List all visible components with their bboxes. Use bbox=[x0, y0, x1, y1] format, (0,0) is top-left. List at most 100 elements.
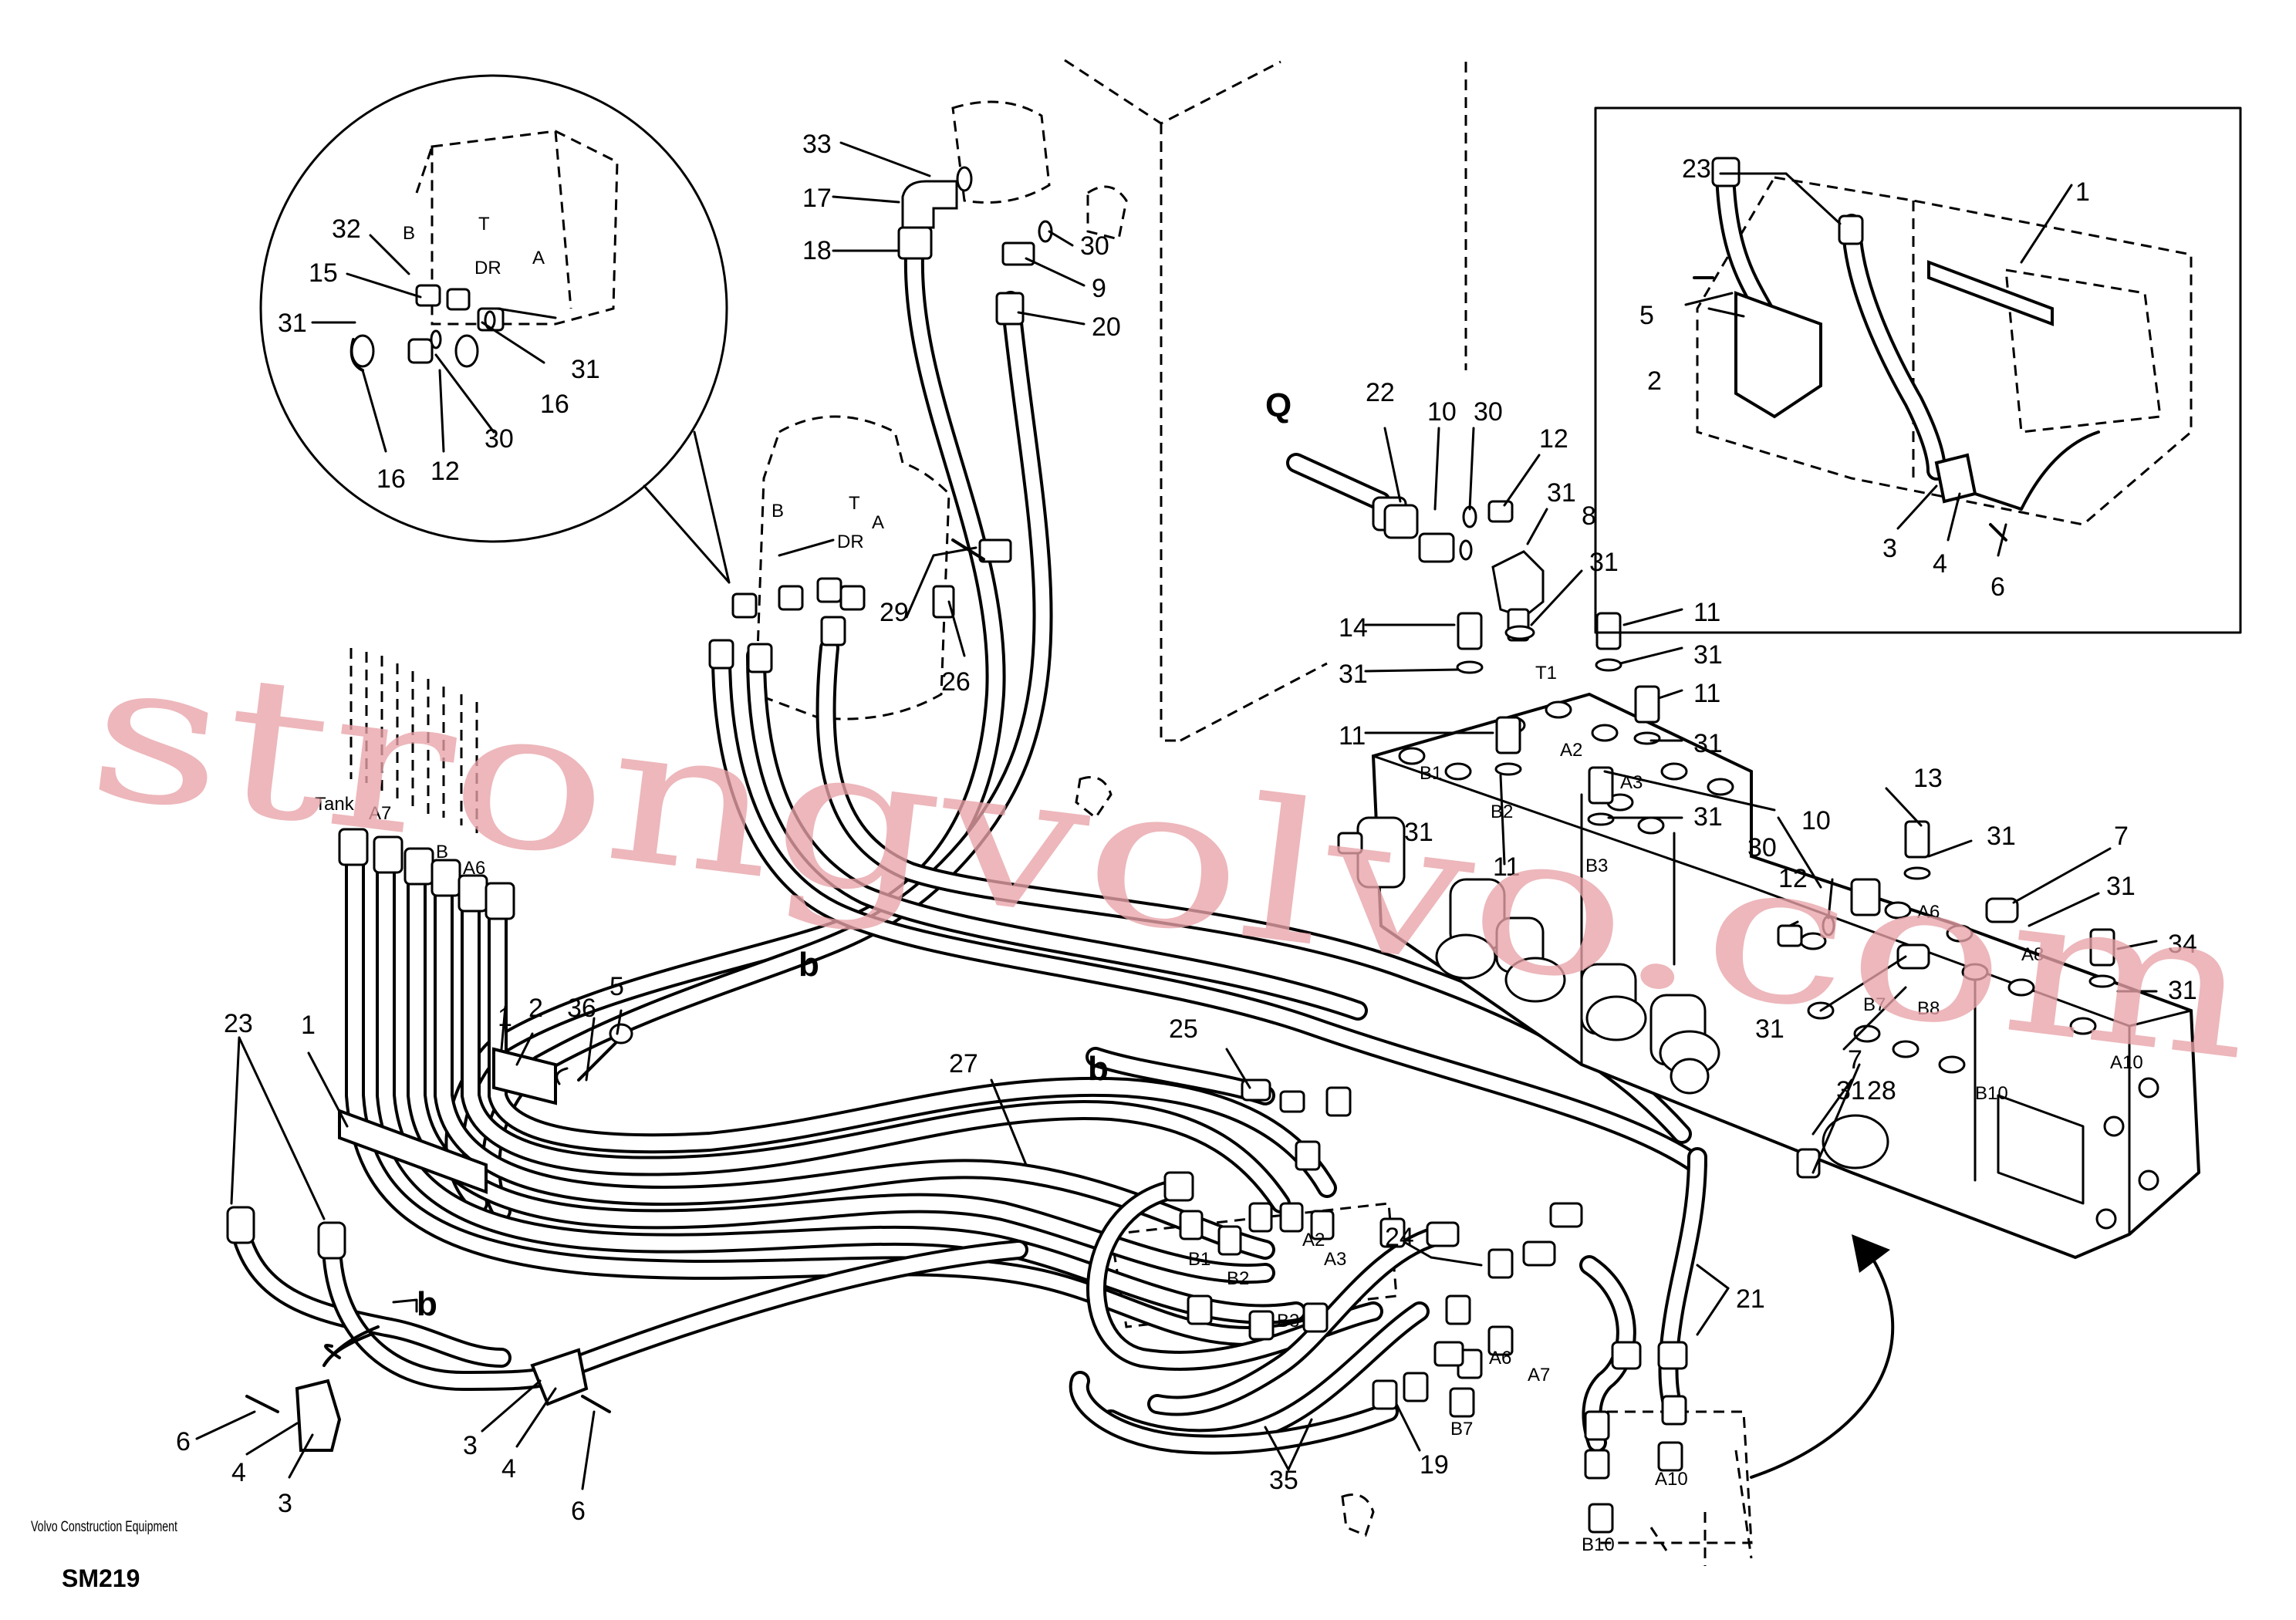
port-label: A bbox=[872, 512, 884, 533]
port-label: B8 bbox=[1917, 998, 1940, 1019]
callout-label: 3 bbox=[1882, 534, 1897, 563]
callout-label: 31 bbox=[1693, 640, 1723, 670]
callout-label: 16 bbox=[376, 464, 406, 494]
callout-label: 22 bbox=[1366, 378, 1395, 407]
callout-label: 1 bbox=[498, 1003, 512, 1032]
callout-label: 21 bbox=[1736, 1284, 1765, 1314]
left-pipe-clamp-assembly bbox=[226, 828, 633, 1313]
port-label: T bbox=[849, 493, 860, 514]
callout-label: 14 bbox=[1339, 613, 1368, 643]
callout-label: 31 bbox=[2168, 976, 2197, 1005]
view-letter-q: Q bbox=[1265, 386, 1292, 424]
callout-label: 3 bbox=[278, 1489, 292, 1518]
view-letter-b: b bbox=[417, 1285, 437, 1323]
port-label: B7 bbox=[1450, 1419, 1473, 1439]
callout-label: 7 bbox=[2114, 822, 2129, 851]
port-label: B3 bbox=[1277, 1311, 1299, 1331]
callout-label: 36 bbox=[567, 994, 596, 1023]
callout-label: 31 bbox=[571, 355, 600, 384]
curved-arrow-small bbox=[322, 1325, 380, 1367]
port-label: T1 bbox=[1535, 663, 1557, 683]
callout-label: 30 bbox=[485, 424, 514, 454]
port-label: B3 bbox=[1585, 856, 1608, 876]
port-label: A10 bbox=[2110, 1052, 2143, 1073]
callout-label: 31 bbox=[1755, 1014, 1784, 1044]
callout-label: 31 bbox=[1339, 660, 1368, 689]
callout-label: 6 bbox=[176, 1427, 191, 1456]
callout-label: 15 bbox=[309, 258, 338, 288]
footer-sheet-id: SM219 bbox=[62, 1564, 140, 1592]
port-label: A8 bbox=[2021, 944, 2044, 965]
port-label: A6 bbox=[463, 858, 485, 879]
callout-label: 6 bbox=[571, 1497, 586, 1526]
callout-label: 7 bbox=[1848, 1045, 1862, 1075]
callout-label: 1 bbox=[2075, 177, 2090, 207]
port-label: B10 bbox=[1582, 1534, 1615, 1555]
callout-label: 3 bbox=[463, 1431, 478, 1460]
port-label: DR bbox=[837, 532, 864, 552]
callout-label: 10 bbox=[1801, 806, 1831, 835]
port-label: B2 bbox=[1491, 802, 1513, 822]
callout-label: 11 bbox=[1493, 852, 1520, 882]
callout-label: 11 bbox=[1339, 721, 1366, 751]
inset-detail-view bbox=[1594, 106, 2242, 634]
port-label: B1 bbox=[1188, 1249, 1210, 1270]
port-label: B7 bbox=[1863, 994, 1886, 1015]
detail-circle-view bbox=[259, 74, 731, 584]
view-letter-d2: b bbox=[799, 946, 819, 984]
port-label: A3 bbox=[1324, 1249, 1346, 1270]
callout-label: 28 bbox=[1867, 1076, 1896, 1105]
callout-label: 31 bbox=[1547, 478, 1576, 508]
callout-label: 31 bbox=[2106, 872, 2136, 901]
callout-label: 20 bbox=[1092, 312, 1121, 342]
callout-label: 24 bbox=[1385, 1223, 1414, 1252]
leader-lines bbox=[195, 141, 2158, 1490]
callout-label: 17 bbox=[802, 184, 832, 213]
control-valve-block bbox=[1337, 692, 2201, 1260]
callout-label: 31 bbox=[1693, 729, 1723, 758]
port-label: A7 bbox=[1528, 1365, 1550, 1385]
lower-fittings bbox=[1163, 1078, 1688, 1534]
port-label: A6 bbox=[1917, 902, 1940, 923]
port-label: A10 bbox=[1655, 1469, 1688, 1490]
port-label: A6 bbox=[1489, 1348, 1511, 1369]
callout-label: 2 bbox=[1647, 366, 1662, 396]
callout-label: 30 bbox=[1474, 397, 1503, 427]
clamp-parts bbox=[245, 1333, 611, 1452]
callout-label: 12 bbox=[430, 457, 460, 486]
port-label: A3 bbox=[1620, 772, 1643, 793]
callout-label: 19 bbox=[1420, 1450, 1449, 1480]
callout-label: 25 bbox=[1169, 1014, 1198, 1044]
port-label: B10 bbox=[1975, 1083, 2008, 1104]
port-label: B bbox=[403, 223, 415, 244]
arrow-head bbox=[1852, 1234, 1890, 1273]
callout-label: 35 bbox=[1269, 1466, 1298, 1495]
callout-label: 32 bbox=[332, 214, 361, 244]
callout-label: 9 bbox=[1092, 274, 1106, 303]
callout-label: 23 bbox=[224, 1009, 253, 1038]
callout-label: 31 bbox=[1987, 822, 2016, 851]
callout-label: 31 bbox=[1693, 802, 1723, 832]
port-label: B2 bbox=[1227, 1268, 1249, 1289]
callout-label: 33 bbox=[802, 130, 832, 159]
curved-arrow bbox=[1750, 1248, 1895, 1479]
footer-company: Volvo Construction Equipment bbox=[31, 1519, 178, 1535]
callout-label: 31 bbox=[1404, 818, 1433, 847]
callout-numbers: 33 17 18 30 9 20 32 15 31 31 16 16 12 30… bbox=[176, 130, 2197, 1526]
callout-label: 34 bbox=[2168, 930, 2197, 959]
callout-label: 5 bbox=[1639, 301, 1654, 330]
callout-label: 29 bbox=[880, 598, 909, 627]
callout-label: 30 bbox=[1080, 231, 1109, 261]
top-fittings bbox=[708, 166, 1053, 673]
callout-label: 11 bbox=[1693, 598, 1720, 627]
port-labels: B T DR A B T DR A Tank A7 A6 B T1 A2 A3 … bbox=[315, 214, 2143, 1555]
callout-label: 11 bbox=[1693, 679, 1720, 708]
port-label: B1 bbox=[1420, 763, 1442, 784]
callout-label: 30 bbox=[1747, 833, 1777, 862]
port-label: B bbox=[436, 842, 448, 862]
callout-label: 27 bbox=[949, 1049, 978, 1078]
callout-label: 12 bbox=[1539, 424, 1568, 454]
callout-label: 1 bbox=[301, 1011, 316, 1040]
callout-label: 8 bbox=[1582, 501, 1596, 531]
callout-label: 16 bbox=[540, 390, 569, 419]
